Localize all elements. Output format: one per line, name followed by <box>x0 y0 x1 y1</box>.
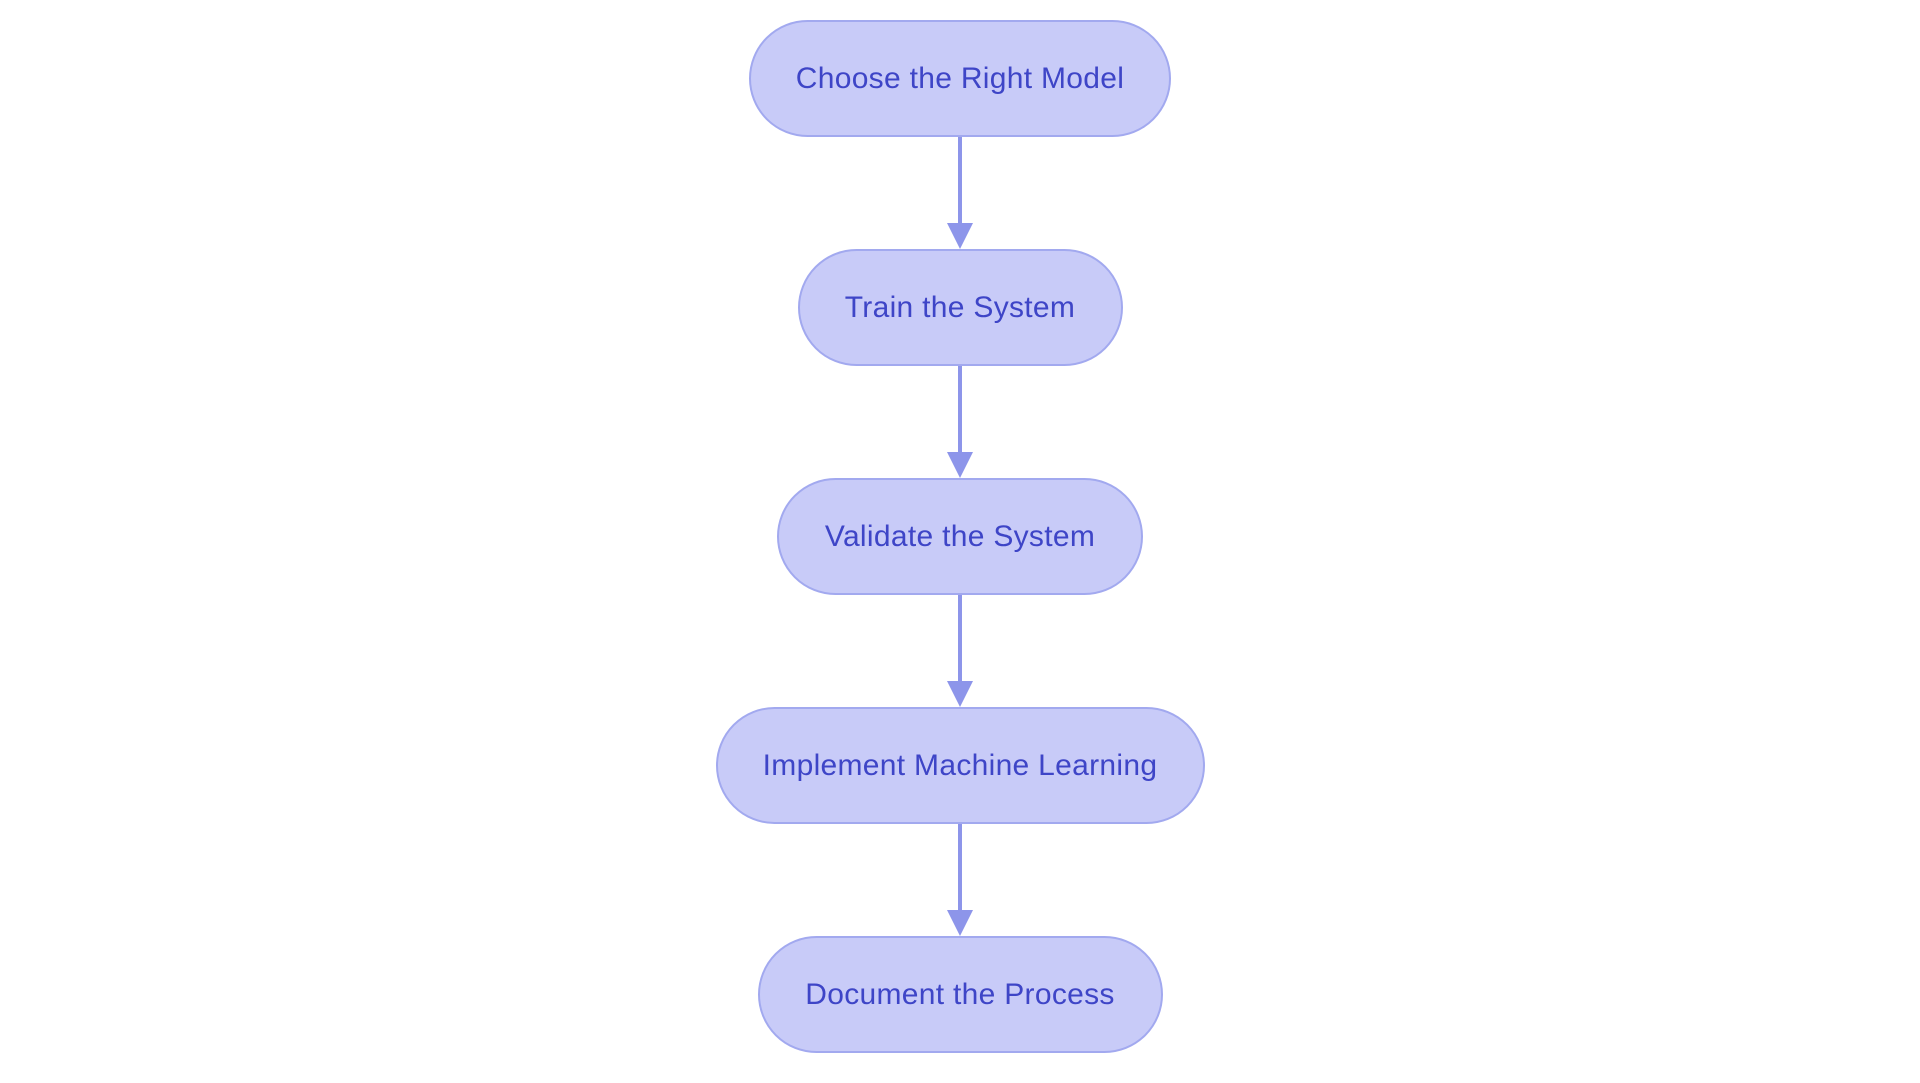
flow-node-label: Choose the Right Model <box>795 61 1125 95</box>
flow-arrow-down-icon <box>947 366 973 478</box>
flow-arrow-down-icon <box>947 137 973 249</box>
flow-arrow-down-icon <box>947 824 973 936</box>
flow-node-label: Implement Machine Learning <box>762 748 1158 782</box>
flow-node-label: Document the Process <box>805 977 1115 1011</box>
flow-node-label: Validate the System <box>824 519 1096 553</box>
flow-node-implement-machine-learning: Implement Machine Learning <box>715 707 1205 824</box>
flow-node-document-the-process: Document the Process <box>757 936 1163 1053</box>
flow-node-validate-the-system: Validate the System <box>777 478 1143 595</box>
flow-arrow-down-icon <box>947 595 973 707</box>
flow-node-train-the-system: Train the System <box>797 249 1123 366</box>
flow-node-label: Train the System <box>844 290 1076 324</box>
flow-node-choose-the-right-model: Choose the Right Model <box>749 20 1171 137</box>
